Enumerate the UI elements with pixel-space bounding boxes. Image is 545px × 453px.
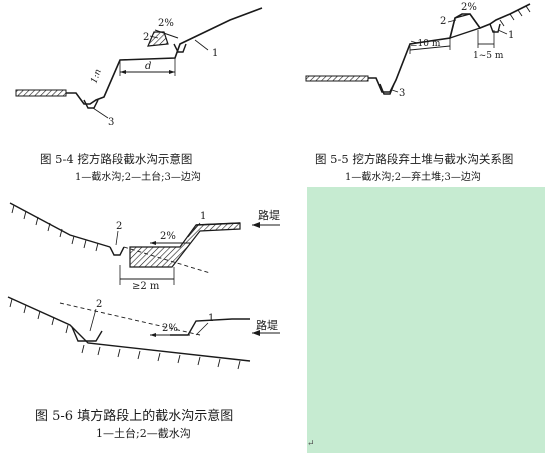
lower-ground-hatching — [9, 298, 241, 370]
earth-berm — [147, 31, 169, 47]
label-slope: 1:n — [89, 68, 103, 85]
label-grade: 2% — [158, 18, 174, 29]
label-3: 3 — [108, 117, 114, 128]
figure-5-6: 2 1 2% ≥2 m 路堤 2 1 2% — [0, 185, 305, 453]
d-arrow-right — [169, 70, 175, 74]
upper-leader-1 — [187, 222, 201, 238]
ground-hatching — [499, 5, 531, 27]
lower-label-1: 1 — [208, 313, 214, 324]
green-placeholder-block — [307, 187, 545, 453]
upper-grade-arrow — [150, 241, 156, 245]
side-ditch — [379, 83, 395, 95]
label-3: 3 — [399, 88, 405, 99]
spoil-heap — [449, 13, 482, 39]
paragraph-return-mark: ↵ — [307, 439, 315, 449]
ground-profile — [66, 7, 263, 105]
road-surface — [15, 89, 67, 97]
upper-road-top — [195, 222, 241, 226]
dim-10m — [409, 45, 451, 51]
lower-label-2: 2 — [96, 299, 102, 310]
lower-ditch — [71, 326, 103, 342]
leader-1 — [194, 39, 209, 51]
fig-5-5-subtitle: 1—截水沟;2—弃土堆;3—边沟 — [345, 172, 481, 183]
ground-profile — [368, 3, 531, 93]
grade-line — [154, 29, 179, 39]
interception-ditch — [173, 43, 187, 53]
lower-leader-2 — [89, 308, 97, 332]
label-2: 2 — [440, 16, 446, 27]
fig-5-6-subtitle: 1—土台;2—截水沟 — [96, 427, 191, 440]
label-dist-1-5m: 1~5 m — [473, 51, 504, 61]
fig-5-4-subtitle: 1—截水沟;2—土台;3—边沟 — [75, 172, 201, 183]
upper-dashed-line — [123, 246, 211, 274]
lower-ground — [7, 296, 251, 362]
lower-leader-1 — [195, 322, 209, 336]
label-d: d — [145, 61, 151, 72]
lower-label-embankment: 路堤 — [256, 319, 278, 332]
upper-ditch — [109, 246, 125, 256]
upper-label-1: 1 — [200, 211, 206, 222]
lower-embankment-arrowhead — [252, 330, 260, 336]
label-2: 2 — [143, 32, 149, 43]
label-1: 1 — [212, 48, 218, 59]
upper-label-embankment: 路堤 — [258, 209, 280, 222]
upper-label-dist: ≥2 m — [132, 281, 160, 292]
leader-1 — [497, 29, 508, 35]
upper-ground-hatching — [11, 204, 99, 252]
upper-label-grade: 2% — [160, 231, 176, 242]
leader-3 — [391, 89, 399, 93]
upper-ground — [9, 202, 111, 248]
lower-grade-arrow — [150, 333, 156, 337]
label-1: 1 — [508, 30, 514, 41]
figure-5-5-drawing: 2% 2 1 ≥10 m 1~5 m 3 — [305, 2, 531, 99]
figure-5-6-drawing: 2 1 2% ≥2 m 路堤 2 1 2% — [7, 202, 280, 370]
upper-leader-2 — [115, 230, 119, 246]
label-grade: 2% — [461, 2, 477, 13]
leader-3 — [92, 107, 109, 119]
road-surface — [305, 75, 369, 82]
leader-2 — [447, 19, 457, 23]
fig-5-6-title: 图 5-6 填方路段上的截水沟示意图 — [35, 409, 234, 424]
interception-ditch — [489, 23, 501, 33]
label-dist-10m: ≥10 m — [410, 39, 441, 49]
side-ditch — [83, 99, 99, 109]
figure-5-5: 2% 2 1 ≥10 m 1~5 m 3 图 5-5 挖方路段弃土堆与截水沟关系… — [300, 0, 545, 185]
figure-5-4: 2% 2 1 d 1:n 3 图 5-4 挖方路段截水沟示意图 1—截水沟;2—… — [0, 0, 300, 185]
upper-berm — [129, 222, 241, 268]
lower-dashed-line — [59, 302, 201, 336]
fig-5-4-title: 图 5-4 挖方路段截水沟示意图 — [40, 152, 193, 166]
upper-embankment-arrowhead — [252, 222, 260, 228]
lower-label-grade: 2% — [162, 323, 178, 334]
d-arrow-left — [120, 70, 126, 74]
figure-5-4-drawing: 2% 2 1 d 1:n 3 — [15, 7, 263, 128]
upper-label-2: 2 — [116, 221, 122, 232]
leader-2 — [149, 35, 159, 39]
fig-5-5-title: 图 5-5 挖方路段弃土堆与截水沟关系图 — [315, 152, 514, 166]
